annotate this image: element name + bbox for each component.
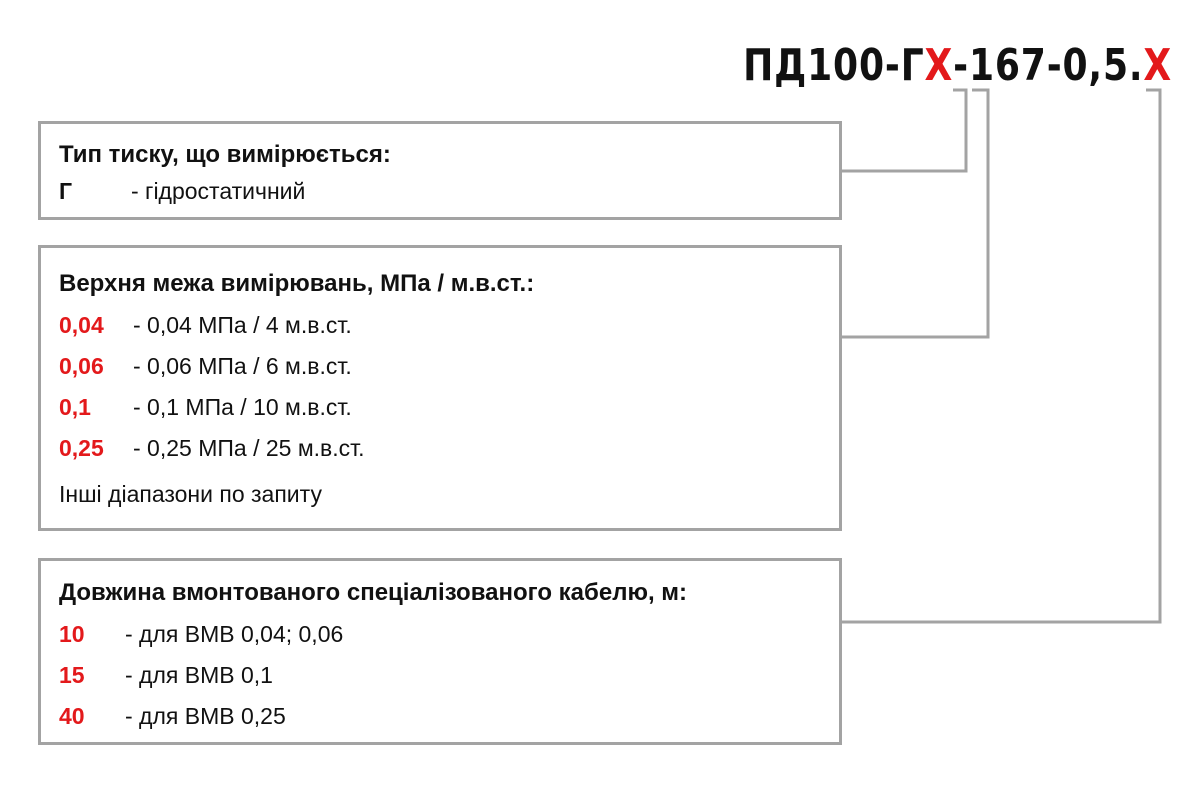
cable-length-heading: Довжина вмонтованого спеціалізованого ка…: [59, 579, 688, 606]
list-item: 0,04 - 0,04 МПа / 4 м.в.ст.: [59, 310, 365, 351]
list-item: 0,06 - 0,06 МПа / 6 м.в.ст.: [59, 351, 365, 392]
option-code: 0,25: [59, 435, 104, 461]
option-code: 0,1: [59, 394, 91, 420]
list-item: 0,25 - 0,25 МПа / 25 м.в.ст.: [59, 433, 365, 474]
option-desc: - для ВМВ 0,04; 0,06: [125, 621, 344, 647]
option-desc: - 0,06 МПа / 6 м.в.ст.: [133, 353, 352, 379]
list-item: 0,1 - 0,1 МПа / 10 м.в.ст.: [59, 392, 365, 433]
list-item: 10 - для ВМВ 0,04; 0,06: [59, 619, 343, 660]
upper-limit-note: Інші діапазони по запиту: [59, 481, 322, 507]
connector-pressure-type: [842, 88, 968, 173]
connector-upper-limit: [842, 88, 990, 339]
list-item: Г - гідростатичний: [59, 178, 305, 205]
model-code-variable-cable: Х: [1143, 40, 1172, 91]
option-code: 0,06: [59, 353, 104, 379]
pressure-type-heading: Тип тиску, що вимірюється:: [59, 141, 391, 168]
model-code-variable-range: Х: [924, 40, 954, 91]
option-desc: - для ВМВ 0,1: [125, 662, 273, 688]
option-code: Г: [59, 178, 73, 204]
connector-cable-length: [842, 88, 1162, 624]
pressure-type-box: Тип тиску, що вимірюється: Г - гідростати…: [38, 121, 842, 220]
list-item: 40 - для ВМВ 0,25: [59, 701, 343, 742]
list-item: 15 - для ВМВ 0,1: [59, 660, 343, 701]
option-desc: - 0,1 МПа / 10 м.в.ст.: [133, 394, 352, 420]
model-code: ПД100-ГХ-167-0,5.Х: [743, 38, 1172, 94]
option-desc: - 0,25 МПа / 25 м.в.ст.: [133, 435, 365, 461]
upper-limit-box: Верхня межа вимірювань, МПа / м.в.ст.: 0…: [38, 245, 842, 531]
cable-length-box: Довжина вмонтованого спеціалізованого ка…: [38, 558, 842, 745]
option-code: 40: [59, 703, 85, 729]
option-desc: - для ВМВ 0,25: [125, 703, 286, 729]
upper-limit-heading: Верхня межа вимірювань, МПа / м.в.ст.:: [59, 270, 535, 297]
option-code: 10: [59, 621, 85, 647]
option-code: 15: [59, 662, 85, 688]
model-code-middle: -167-0,5.: [953, 40, 1144, 91]
model-code-prefix: ПД100-Г: [743, 40, 925, 91]
option-desc: - 0,04 МПа / 4 м.в.ст.: [133, 312, 352, 338]
option-desc: - гідростатичний: [131, 178, 306, 204]
option-code: 0,04: [59, 312, 104, 338]
